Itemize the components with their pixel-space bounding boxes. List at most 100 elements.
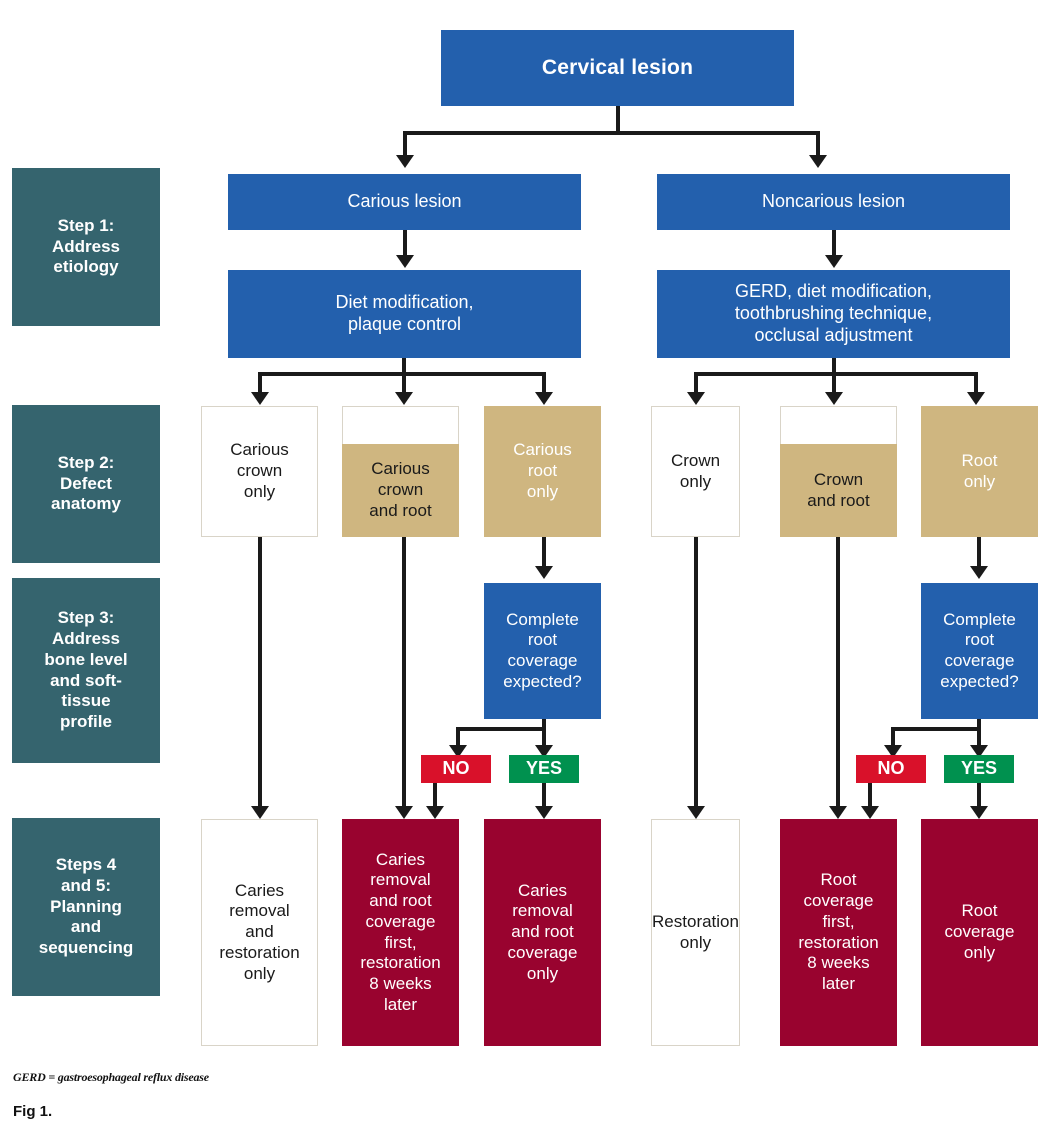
node-carious-crown-and-root[interactable]: Carious crown and root bbox=[342, 406, 459, 537]
node-label: Carious crown and root bbox=[369, 459, 432, 520]
node-label: Complete root coverage expected? bbox=[940, 609, 1019, 691]
connector-carious-no-drop bbox=[433, 783, 437, 809]
connector-carious-decision-bar bbox=[456, 727, 546, 731]
node-outcome-6[interactable]: Root coverage only bbox=[921, 819, 1038, 1046]
badge-label: YES bbox=[960, 758, 998, 779]
node-label: Caries removal and root coverage first, … bbox=[360, 849, 441, 1014]
arrowhead-outcome-2b bbox=[426, 806, 444, 819]
node-carious-crown-only[interactable]: Carious crown only bbox=[201, 406, 318, 537]
arrowhead-crown-only bbox=[687, 392, 705, 405]
connector-noncarious-yes bbox=[977, 727, 981, 747]
sidebar-step-4-5-label: Steps 4 and 5: Planning and sequencing bbox=[38, 855, 134, 958]
badge-carious-yes[interactable]: YES bbox=[509, 755, 579, 783]
badge-label: NO bbox=[877, 758, 905, 779]
connector-carious-no bbox=[456, 727, 460, 747]
arrowhead-outcome-3 bbox=[535, 806, 553, 819]
node-label: Root coverage only bbox=[944, 901, 1015, 962]
arrowhead-outcome-5b bbox=[861, 806, 879, 819]
connector-root-only-to-question bbox=[977, 537, 981, 569]
node-label: Carious root only bbox=[513, 440, 572, 501]
node-carious-lesion[interactable]: Carious lesion bbox=[228, 174, 581, 230]
badge-noncarious-no[interactable]: NO bbox=[856, 755, 926, 783]
node-carious-root-only[interactable]: Carious root only bbox=[484, 406, 601, 537]
sidebar-step-2: Step 2: Defect anatomy bbox=[12, 405, 160, 563]
arrowhead-to-noncarious-etiology bbox=[825, 255, 843, 268]
connector-noncarious-decision-stem bbox=[977, 719, 981, 731]
connector-carious-crown-only-drop bbox=[258, 537, 262, 809]
arrowhead-noncarious-no bbox=[884, 745, 902, 758]
connector-noncarious-no-drop bbox=[868, 783, 872, 809]
node-label: Carious lesion bbox=[347, 191, 462, 212]
arrowhead-noncarious-question bbox=[970, 566, 988, 579]
connector-root-bar bbox=[403, 131, 820, 135]
sidebar-step-3-label: Step 3: Address bone level and soft- tis… bbox=[44, 608, 128, 731]
arrowhead-outcome-6 bbox=[970, 806, 988, 819]
node-label: Root only bbox=[961, 450, 998, 491]
node-noncarious-root-coverage-question[interactable]: Complete root coverage expected? bbox=[921, 583, 1038, 719]
arrowhead-carious-yes bbox=[535, 745, 553, 758]
arrowhead-outcome-4 bbox=[687, 806, 705, 819]
badge-noncarious-yes[interactable]: YES bbox=[944, 755, 1014, 783]
sidebar-step-2-label: Step 2: Defect anatomy bbox=[51, 452, 121, 514]
connector-noncarious-stem bbox=[832, 230, 836, 258]
arrowhead-root-only bbox=[967, 392, 985, 405]
arrowhead-outcome-2a bbox=[395, 806, 413, 819]
node-label: Restoration only bbox=[652, 911, 739, 952]
arrowhead-noncarious-yes bbox=[970, 745, 988, 758]
node-crown-only[interactable]: Crown only bbox=[651, 406, 740, 537]
connector-carious-crown-and-root-drop bbox=[402, 537, 406, 809]
connector-noncarious-no bbox=[891, 727, 895, 747]
node-label: Carious crown only bbox=[230, 440, 289, 501]
sidebar-step-4-5: Steps 4 and 5: Planning and sequencing bbox=[12, 818, 160, 996]
node-outcome-1[interactable]: Caries removal and restoration only bbox=[201, 819, 318, 1046]
node-noncarious-lesion[interactable]: Noncarious lesion bbox=[657, 174, 1010, 230]
connector-carious-fan-1 bbox=[258, 372, 262, 394]
node-outcome-5[interactable]: Root coverage first, restoration 8 weeks… bbox=[780, 819, 897, 1046]
connector-noncarious-fan-stem bbox=[832, 358, 836, 376]
node-carious-etiology[interactable]: Diet modification, plaque control bbox=[228, 270, 581, 358]
arrowhead-to-noncarious bbox=[809, 155, 827, 168]
crown-band bbox=[780, 406, 897, 444]
connector-noncarious-yes-drop bbox=[977, 783, 981, 809]
connector-crown-only-drop bbox=[694, 537, 698, 809]
node-root-only[interactable]: Root only bbox=[921, 406, 1038, 537]
connector-carious-yes-drop bbox=[542, 783, 546, 809]
sidebar-step-1: Step 1: Address etiology bbox=[12, 168, 160, 326]
node-carious-root-coverage-question[interactable]: Complete root coverage expected? bbox=[484, 583, 601, 719]
connector-noncarious-fan-bar bbox=[694, 372, 978, 376]
arrowhead-carious-question bbox=[535, 566, 553, 579]
node-label: Root coverage first, restoration 8 weeks… bbox=[798, 870, 879, 993]
connector-noncarious-fan-1 bbox=[694, 372, 698, 394]
connector-noncarious-fan-3 bbox=[974, 372, 978, 394]
node-label: Crown and root bbox=[807, 469, 870, 510]
arrowhead-to-carious bbox=[396, 155, 414, 168]
badge-label: NO bbox=[442, 758, 470, 779]
figure-footnote: GERD = gastroesophageal reflux disease bbox=[13, 1070, 209, 1084]
arrowhead-carious-crown-and-root bbox=[395, 392, 413, 405]
node-crown-and-root[interactable]: Crown and root bbox=[780, 406, 897, 537]
sidebar-step-1-label: Step 1: Address etiology bbox=[51, 215, 121, 277]
arrowhead-outcome-5a bbox=[829, 806, 847, 819]
sidebar-step-3: Step 3: Address bone level and soft- tis… bbox=[12, 578, 160, 763]
node-cervical-lesion[interactable]: Cervical lesion bbox=[441, 30, 794, 106]
arrowhead-crown-and-root bbox=[825, 392, 843, 405]
connector-carious-root-only-to-question bbox=[542, 537, 546, 569]
node-label: Complete root coverage expected? bbox=[503, 609, 582, 691]
connector-noncarious-decision-bar bbox=[891, 727, 981, 731]
connector-carious-yes bbox=[542, 727, 546, 747]
arrowhead-carious-root-only bbox=[535, 392, 553, 405]
node-label: Caries removal and root coverage only bbox=[507, 880, 578, 983]
arrowhead-carious-no bbox=[449, 745, 467, 758]
node-outcome-4[interactable]: Restoration only bbox=[651, 819, 740, 1046]
badge-carious-no[interactable]: NO bbox=[421, 755, 491, 783]
connector-carious-decision-stem bbox=[542, 719, 546, 731]
connector-carious-fan-3 bbox=[542, 372, 546, 394]
connector-crown-and-root-drop bbox=[836, 537, 840, 809]
connector-carious-fan-stem bbox=[402, 358, 406, 376]
node-label: Crown only bbox=[670, 450, 721, 491]
node-outcome-2[interactable]: Caries removal and root coverage first, … bbox=[342, 819, 459, 1046]
node-outcome-3[interactable]: Caries removal and root coverage only bbox=[484, 819, 601, 1046]
node-noncarious-etiology[interactable]: GERD, diet modification, toothbrushing t… bbox=[657, 270, 1010, 358]
arrowhead-to-carious-etiology bbox=[396, 255, 414, 268]
